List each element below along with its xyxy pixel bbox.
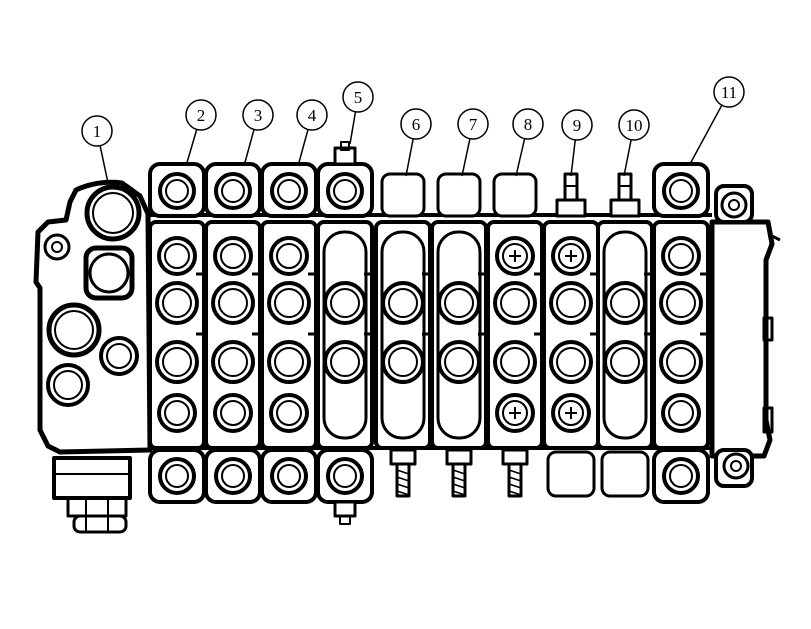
callout-bubble: 9 [561, 109, 593, 141]
leader-line [185, 129, 198, 167]
callout-bubble: 3 [242, 99, 274, 131]
valve-section [260, 162, 318, 504]
callout-label: 1 [93, 122, 102, 141]
leader-line [623, 139, 632, 177]
callout-bubble: 2 [185, 99, 217, 131]
valve-section [486, 172, 544, 498]
callout-bubble: 11 [713, 76, 745, 108]
callout-bubble: 4 [296, 99, 328, 131]
callout-label: 9 [573, 116, 582, 135]
callout-label: 2 [197, 106, 206, 125]
callout-label: 11 [721, 83, 737, 102]
valve-section [596, 172, 654, 498]
leader-line [515, 138, 526, 177]
callout-label: 5 [354, 88, 363, 107]
valve-section [542, 172, 600, 498]
callout-bubble: 10 [618, 109, 650, 141]
callout-label: 8 [524, 115, 533, 134]
callout-bubble: 8 [512, 108, 544, 140]
leader-line [405, 138, 414, 177]
valve-section [652, 162, 710, 504]
callout-label: 7 [469, 115, 478, 134]
leader-line [99, 145, 109, 184]
valve-sections [148, 141, 710, 525]
valve-section [316, 141, 374, 525]
callout-label: 3 [254, 106, 263, 125]
callout-bubble: 7 [457, 108, 489, 140]
valve-section [374, 172, 432, 498]
callout-group: 1 2 3 4 5 6 7 8 9 10 11 [81, 76, 745, 147]
leader-line [689, 104, 723, 165]
leader-line [461, 138, 471, 177]
callout-bubble: 1 [81, 115, 113, 147]
leader-line [570, 139, 576, 177]
valve-section [204, 162, 262, 504]
leader-line [297, 129, 309, 167]
leader-line [349, 111, 357, 145]
callout-label: 4 [308, 106, 317, 125]
valve-section [430, 172, 488, 498]
callout-label: 6 [412, 115, 421, 134]
outlet-end-body [709, 184, 781, 488]
leader-lines [99, 104, 723, 184]
inlet-body [33, 179, 153, 534]
valve-section [148, 162, 206, 504]
leader-line [243, 129, 255, 167]
callout-label: 10 [626, 116, 643, 135]
callout-bubble: 6 [400, 108, 432, 140]
callout-bubble: 5 [342, 81, 374, 113]
